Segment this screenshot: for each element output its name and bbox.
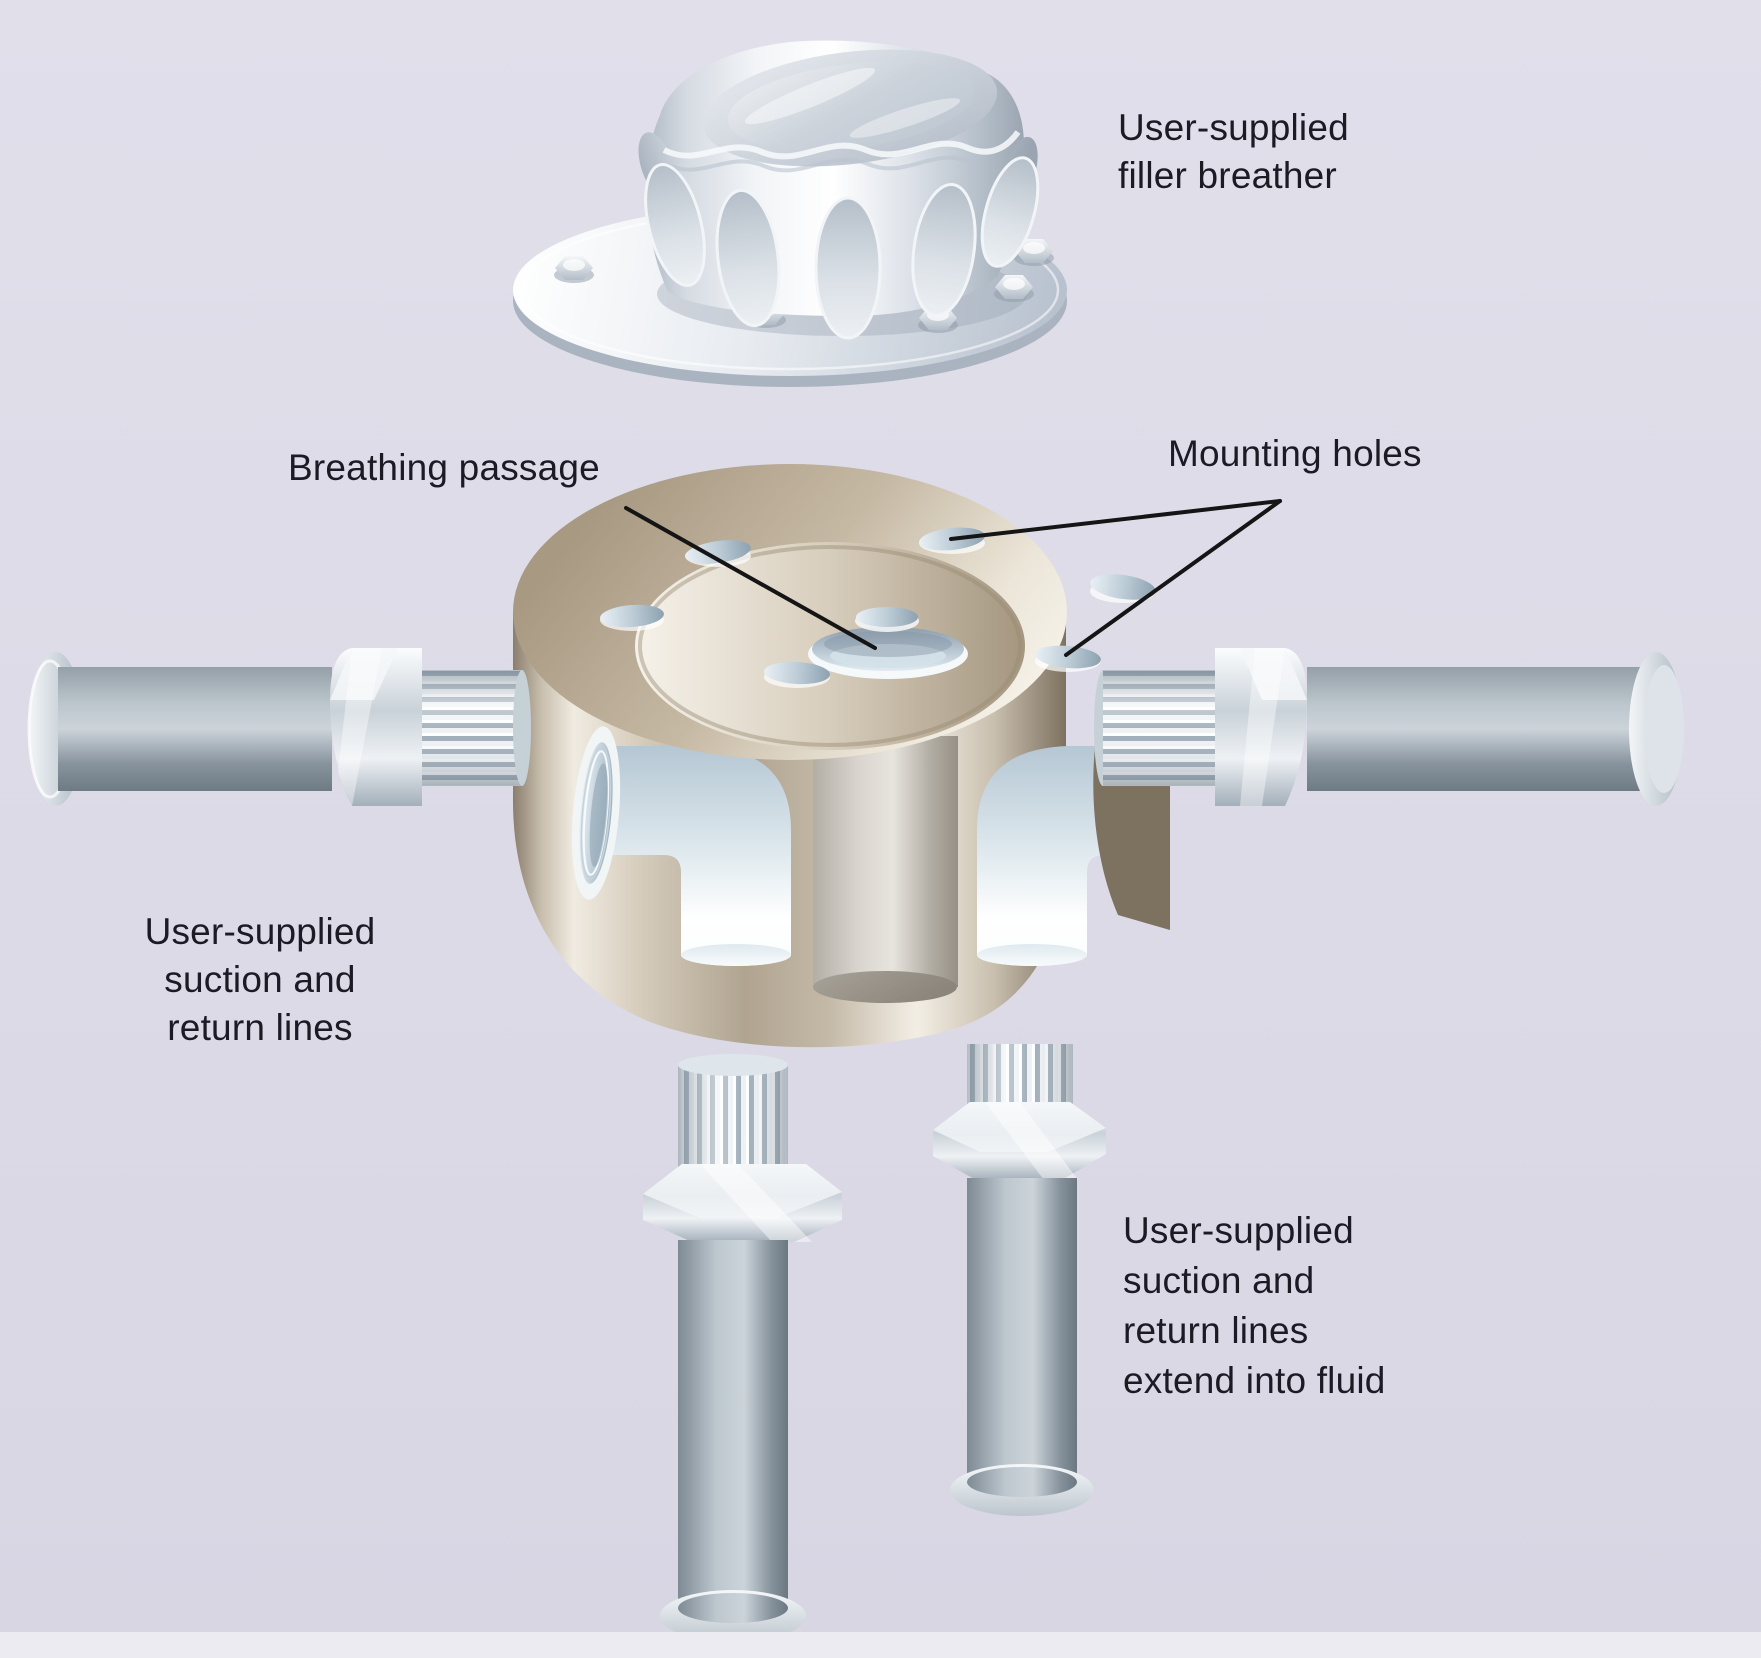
port-thread-line [580,746,612,880]
filler-breather-label: User-supplied filler breather [1118,104,1349,200]
breathing-hole-shadow [824,631,952,657]
finger-groove [715,188,781,328]
suction-return-br-line3: return lines [1123,1310,1309,1351]
hex-nut-shine [338,648,382,806]
mounting-hole [600,604,664,628]
pipe-thread-shading [1103,670,1215,786]
hex-nut-facet [1240,648,1307,700]
pipe-thread-shading [678,1064,788,1170]
pilot-hole [856,607,918,627]
mounting-holes-leader-line [1064,499,1282,657]
hex-nut-top-face [643,1164,842,1218]
knob-top-inner [727,61,975,151]
finger-groove [644,163,706,287]
pipe-bottom-cap [678,1593,788,1623]
pipe-body [967,1178,1077,1482]
pipe-thread-shading [422,670,522,786]
mounting-hole [1035,645,1101,669]
suction-return-left-line2: suction and [164,959,356,1000]
hex-nut-shine [985,1102,1078,1180]
left-suction-return-fitting [27,648,531,806]
floor-strip [0,1632,1761,1658]
suction-return-left-label: User-supplied suction and return lines [105,908,415,1052]
filler-breather-label-line1: User-supplied [1118,107,1349,148]
bolt-shine [1023,242,1045,254]
mounting-holes-leader-line [949,499,1282,541]
hex-nut-facet [330,648,398,700]
finger-groove [980,156,1040,268]
breathing-hole-floor [830,644,946,668]
bolt-shine [563,259,585,271]
left-elbow-bottom-opening [681,944,791,966]
mounting-holes-label-line1: Mounting holes [1168,433,1422,474]
finger-groove [814,196,882,340]
pipe-body [58,667,332,791]
left-elbow-passage [603,746,791,966]
knob-finger-grooves [644,156,1040,340]
breathing-passage-leader-line [624,506,877,650]
pipe-thread-shading [967,1044,1073,1108]
suction-return-left-line1: User-supplied [144,911,376,952]
right-suction-return-fitting [1094,648,1684,806]
hex-nut-shine [700,1164,812,1242]
mounting-hole [685,540,751,564]
pipe-thread-top-cap [678,1054,788,1076]
right-elbow-bottom-opening [977,944,1087,966]
breathing-passage-label-line1: Breathing passage [288,447,600,488]
pipe-body [678,1240,788,1610]
hex-nut-top-face [933,1102,1106,1152]
top-recess-rim [638,545,1022,747]
mounting-hole [764,661,830,685]
flange-bolt [554,256,594,283]
port-thread-line [582,750,610,876]
manifold-block [513,464,1170,1048]
bottom-return-pipe-left [643,1054,842,1642]
suction-return-br-line2: suction and [1123,1260,1315,1301]
pipe-bottom-cap [967,1467,1077,1497]
suction-return-br-line1: User-supplied [1123,1210,1354,1251]
knob-top-streak [849,98,961,138]
suction-return-br-line4: extend into fluid [1123,1360,1386,1401]
flange-bolt [994,275,1034,302]
thread-end-cap [513,670,531,786]
pipe-body [1307,667,1652,791]
breathing-passage-label: Breathing passage [288,444,600,492]
bottom-return-pipe-right [933,1044,1106,1516]
hex-nut-shine [1240,648,1285,806]
suction-return-bottom-right-label: User-supplied suction and return lines e… [1123,1206,1386,1406]
bolt-shine [1003,278,1025,290]
mounting-hole [1090,574,1156,600]
breathing-passage-tube [813,736,958,987]
leader-lines [624,499,1282,657]
suction-return-left-line3: return lines [167,1007,353,1048]
finger-groove [911,183,977,317]
knob-wavy-rim-shadow [665,155,971,173]
filler-breather [513,40,1067,387]
lip-inner [1644,665,1684,793]
knob-top-streak [744,67,876,125]
flange-bolt [1014,239,1054,266]
knob-wavy-rim-highlight [662,130,1021,160]
left-side-port [571,726,621,900]
port-bore-shadow [589,763,608,868]
mounting-holes-label: Mounting holes [1168,430,1422,478]
mounting-holes-group [600,527,1156,688]
filler-breather-label-line2: filler breather [1118,155,1337,196]
breathing-tube-bottom-opening [813,971,957,1003]
